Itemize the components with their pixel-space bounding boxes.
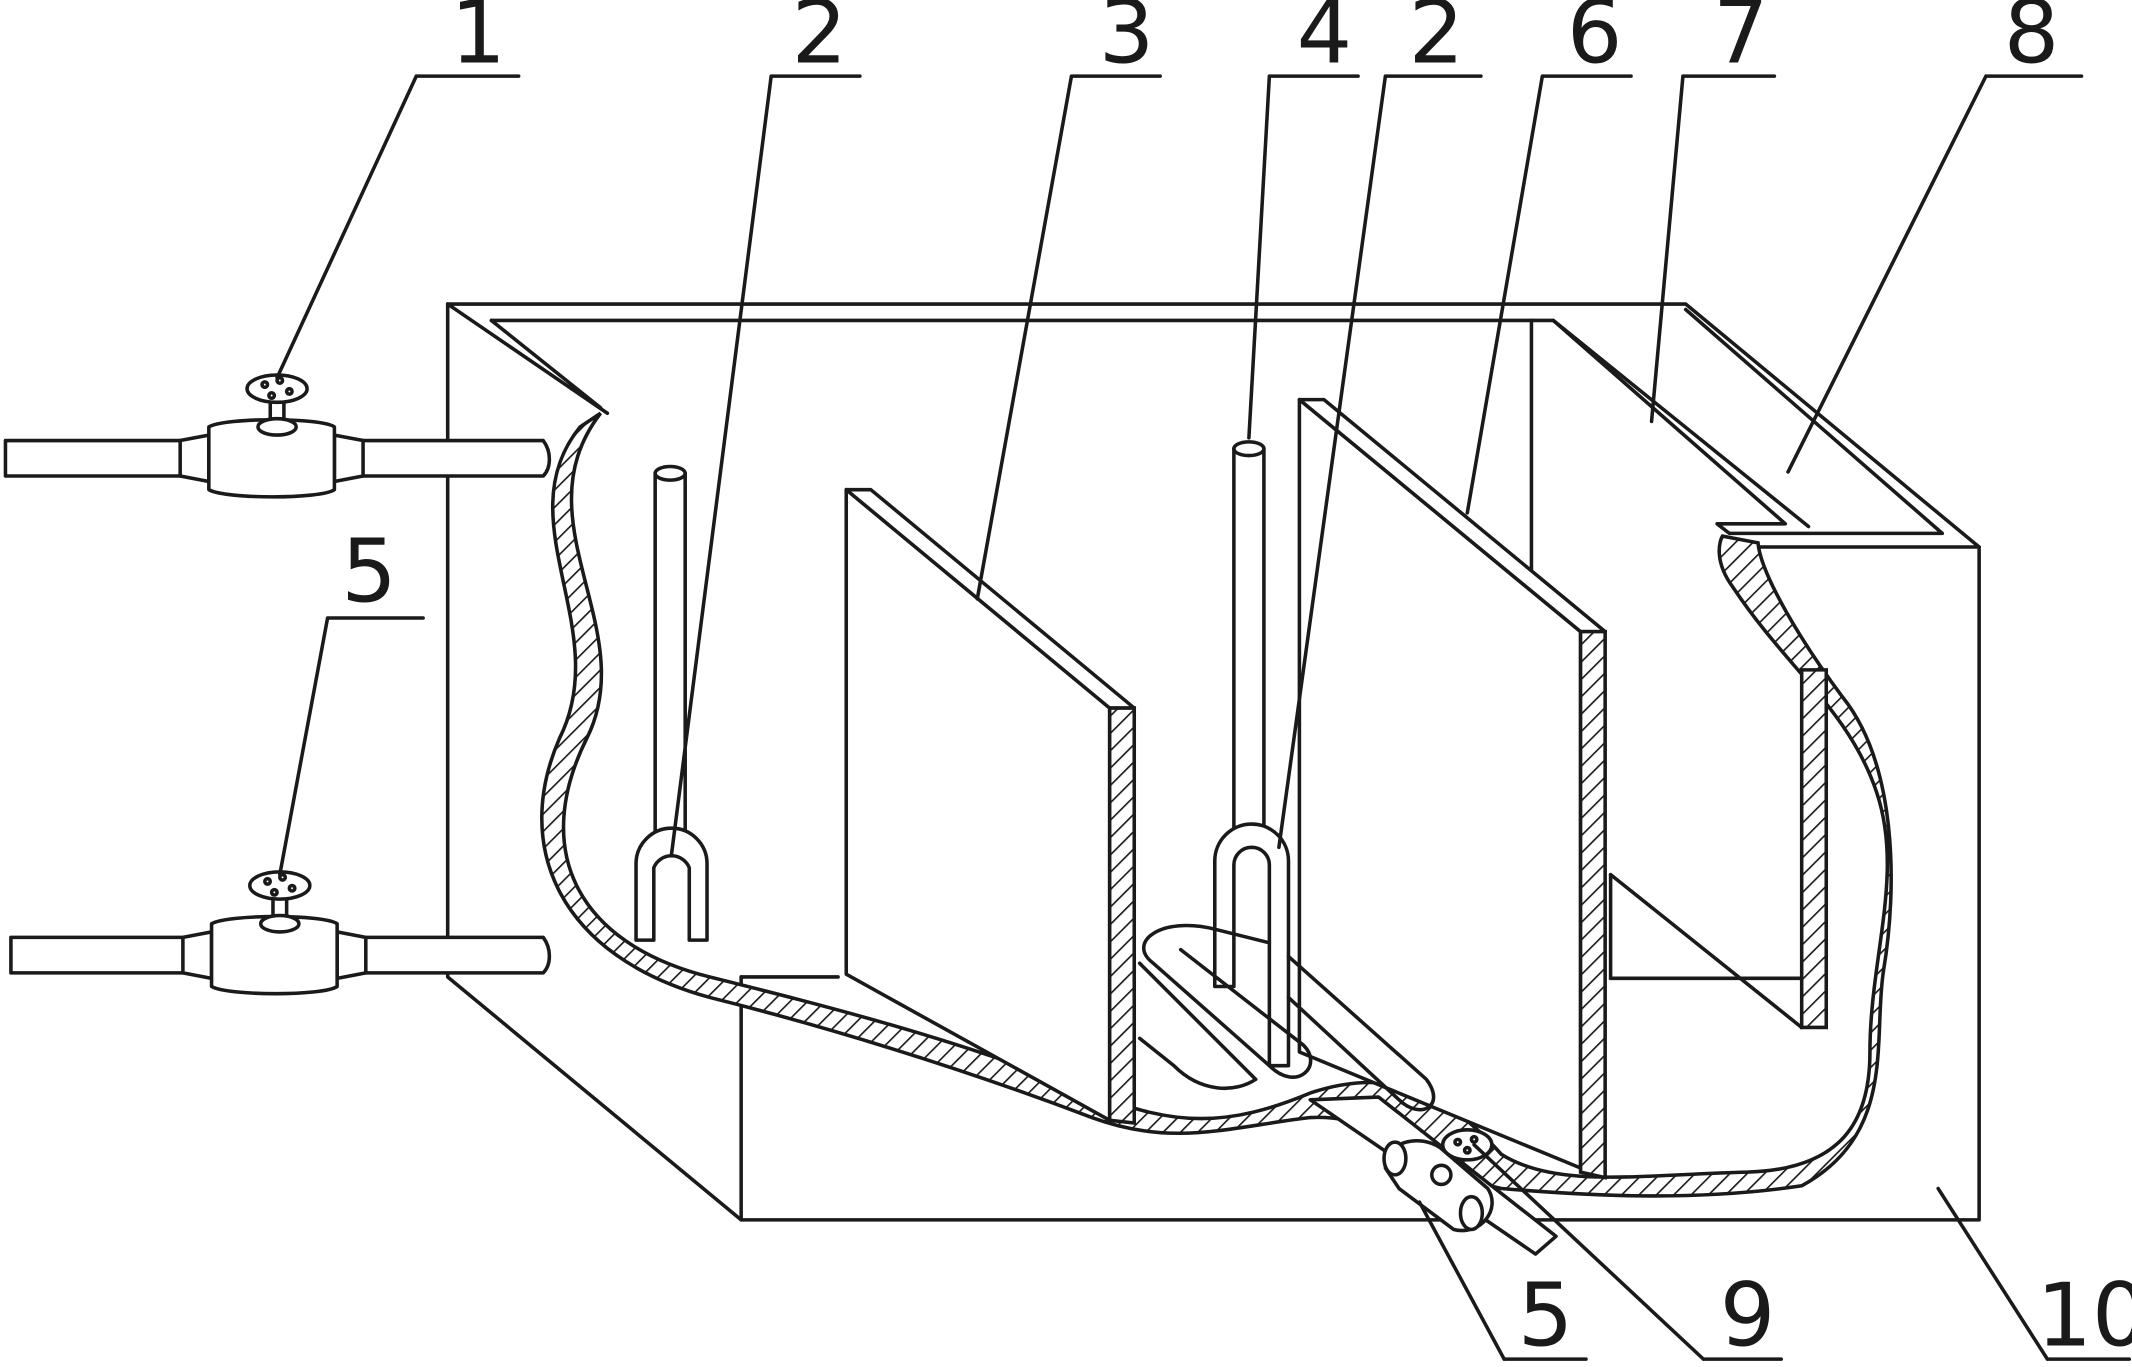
- chamber-top-rim: [1529, 307, 1945, 536]
- u-tube-pipe-middle: [1213, 440, 1291, 1068]
- callout-10: 10: [2036, 1264, 2132, 1366]
- chamber-divider-wall: [1799, 668, 1829, 1030]
- leader-9: [1472, 1143, 1783, 1361]
- leader-lines: [275, 74, 2132, 1361]
- leader-3: [975, 74, 1162, 601]
- callout-2a: 2: [792, 0, 848, 83]
- leader-2b: [1277, 74, 1483, 850]
- leader-8: [1786, 74, 2084, 474]
- callout-2b: 2: [1409, 0, 1465, 83]
- leader-1: [275, 74, 521, 380]
- leader-5a: [278, 616, 425, 877]
- leader-2a: [669, 74, 862, 856]
- baffle-plate-6: [1297, 397, 1607, 1180]
- callout-5b: 5: [1518, 1264, 1574, 1366]
- tank-body: [445, 302, 1981, 1222]
- leader-5b: [1417, 1200, 1588, 1361]
- leader-10: [1936, 1186, 2132, 1361]
- tank-left-top-bevel: [445, 302, 610, 416]
- callout-5a: 5: [341, 521, 397, 623]
- leader-7: [1649, 74, 1777, 424]
- callout-1: 1: [450, 0, 506, 83]
- tank-left-front-edge: [445, 302, 1981, 1222]
- heating-coil: [1137, 923, 1436, 1112]
- leader-6: [1465, 74, 1633, 515]
- drain-pipe-left: [9, 870, 552, 996]
- valve-icon: [1382, 1128, 1494, 1233]
- right-chamber: [1529, 307, 1945, 1030]
- chamber-inner-floor: [1608, 872, 1804, 1030]
- callout-3: 3: [1099, 0, 1155, 83]
- callout-9: 9: [1720, 1264, 1776, 1366]
- tank-top-back-edge: [445, 302, 1981, 549]
- left-cutaway-wall: [540, 411, 1893, 1198]
- callout-6: 6: [1567, 0, 1623, 83]
- callout-labels: 1 2 3 4 2 6 7 8 5 5 9 10: [341, 0, 2132, 1366]
- callout-4: 4: [1297, 0, 1353, 83]
- inlet-pipe-top: [3, 373, 552, 499]
- baffle-plate-3: [844, 487, 1137, 1125]
- leader-4: [1247, 74, 1360, 440]
- u-tube-pipe-left: [634, 464, 709, 942]
- callout-8: 8: [2004, 0, 2060, 83]
- chamber-slot: [1551, 318, 1811, 529]
- callout-7: 7: [1713, 0, 1769, 83]
